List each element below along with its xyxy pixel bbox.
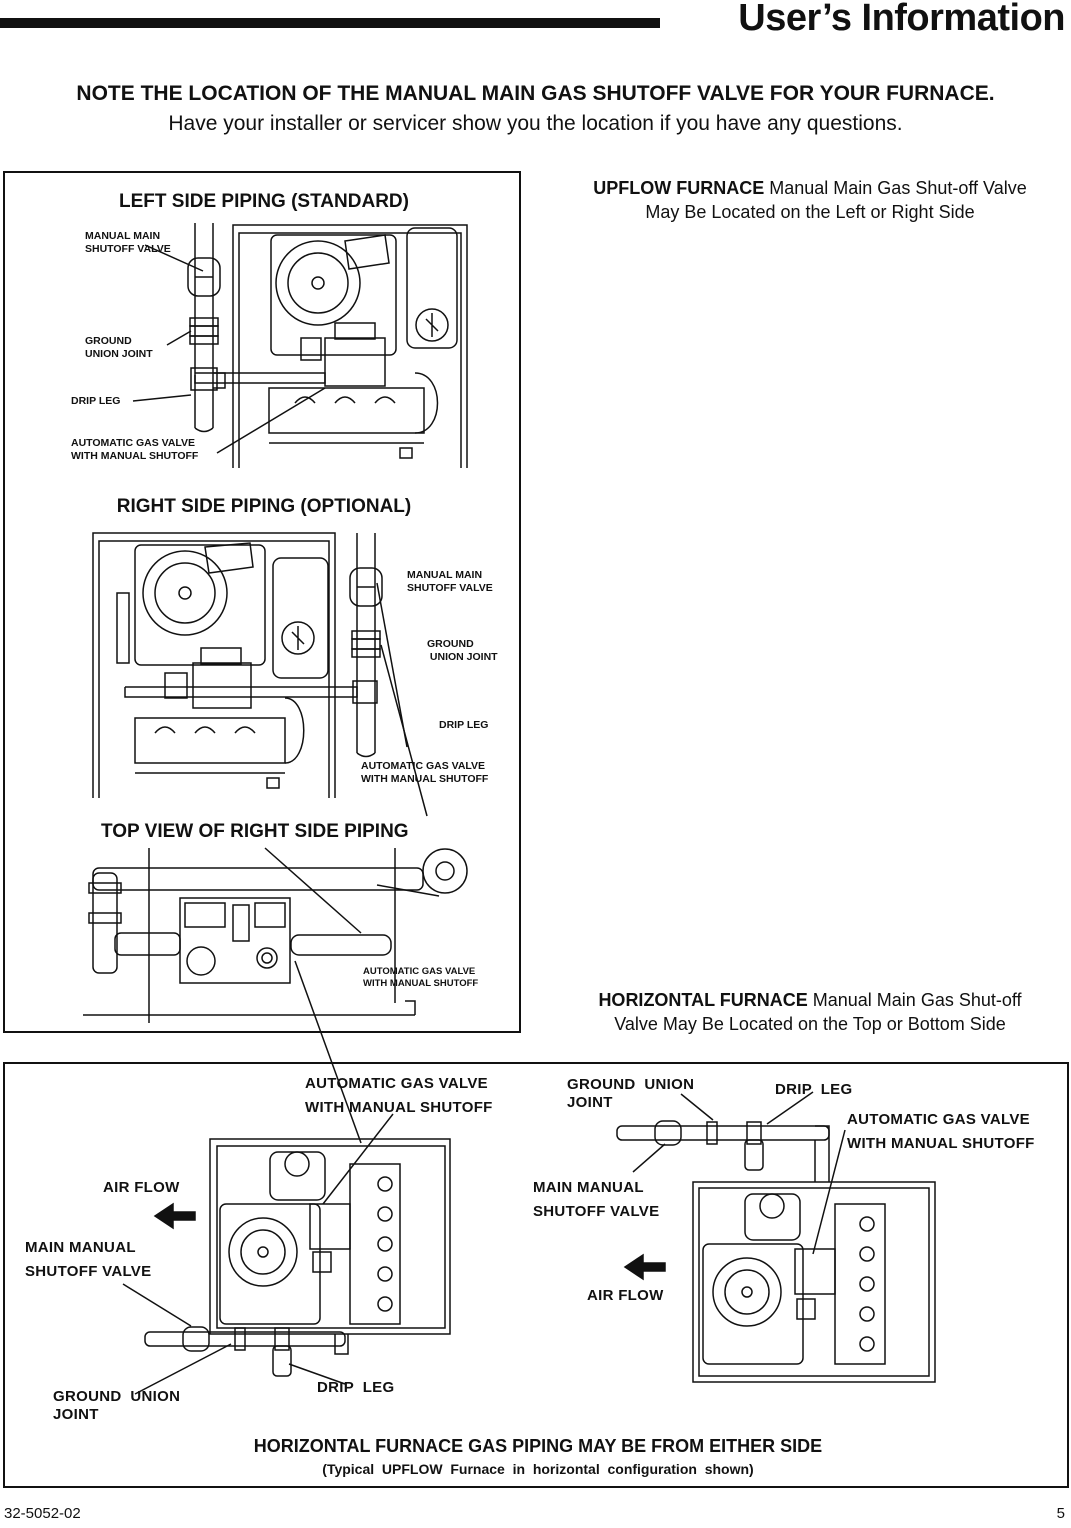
h-right-union-label: GROUND UNION JOINT — [567, 1076, 695, 1111]
h-right-auto-valve-label: AUTOMATIC GAS VALVE WITH MANUAL SHUTOFF — [847, 1111, 1035, 1152]
left-side-piping-diagram — [5, 173, 523, 473]
upflow-caption-bold: UPFLOW FURNACE — [593, 178, 765, 198]
horizontal-panel-title: HORIZONTAL FURNACE GAS PIPING MAY BE FRO… — [253, 1436, 823, 1456]
top-view-title: TOP VIEW OF RIGHT SIDE PIPING — [101, 821, 409, 842]
note-heading: NOTE THE LOCATION OF THE MANUAL MAIN GAS… — [76, 82, 995, 105]
right-manual-valve-label: MANUAL MAIN SHUTOFF VALVE — [407, 569, 493, 594]
right-auto-valve-label: AUTOMATIC GAS VALVE WITH MANUAL SHUTOFF — [361, 760, 489, 785]
h-right-manual-valve-label: MAIN MANUAL SHUTOFF VALVE — [533, 1179, 660, 1220]
horizontal-caption: HORIZONTAL FURNACE Manual Main Gas Shut-… — [540, 988, 1071, 1036]
page-title: User’s Information — [738, 0, 1065, 39]
page-number: 5 — [1056, 1505, 1065, 1522]
left-side-piping-title: LEFT SIDE PIPING (STANDARD) — [119, 191, 409, 212]
left-union-label: GROUND UNION JOINT — [85, 335, 153, 360]
left-manual-valve-label: MANUAL MAIN SHUTOFF VALVE — [85, 230, 171, 255]
h-left-auto-valve-label: AUTOMATIC GAS VALVE WITH MANUAL SHUTOFF — [305, 1075, 493, 1116]
right-union-label: GROUND UNION JOINT — [427, 638, 498, 663]
left-drip-leg-label: DRIP LEG — [71, 395, 121, 407]
note-subtext: Have your installer or servicer show you… — [168, 112, 903, 135]
horizontal-caption-rest: Manual Main Gas Shut-off — [807, 990, 1022, 1010]
h-left-air-flow-label: AIR FLOW — [103, 1179, 180, 1196]
h-left-manual-valve-label: MAIN MANUAL SHUTOFF VALVE — [25, 1239, 152, 1280]
horizontal-panel-subtitle: (Typical UPFLOW Furnace in horizontal co… — [322, 1461, 754, 1477]
top-auto-valve-label: AUTOMATIC GAS VALVE WITH MANUAL SHUTOFF — [363, 966, 479, 989]
right-drip-leg-label: DRIP LEG — [439, 719, 489, 731]
h-right-air-flow-label: AIR FLOW — [587, 1287, 664, 1304]
right-side-piping-diagram — [5, 523, 523, 803]
upflow-caption: UPFLOW FURNACE Manual Main Gas Shut-off … — [540, 176, 1071, 224]
h-left-drip-leg-label: DRIP LEG — [317, 1379, 395, 1396]
horizontal-piping-panel: AUTOMATIC GAS VALVE WITH MANUAL SHUTOFF … — [3, 1062, 1069, 1488]
upflow-piping-panel: LEFT SIDE PIPING (STANDARD) — [3, 171, 521, 1033]
upflow-caption-rest: Manual Main Gas Shut-off Valve — [764, 178, 1027, 198]
left-auto-valve-label: AUTOMATIC GAS VALVE WITH MANUAL SHUTOFF — [71, 437, 199, 462]
horizontal-piping-diagram — [5, 1064, 1071, 1490]
doc-number: 32-5052-02 — [4, 1505, 81, 1522]
header-rule — [0, 18, 660, 28]
h-left-union-label: GROUND UNION JOINT — [53, 1388, 181, 1423]
h-right-drip-leg-label: DRIP LEG — [775, 1081, 853, 1098]
upflow-caption-line2: May Be Located on the Left or Right Side — [645, 202, 975, 222]
top-view-piping-diagram — [5, 843, 523, 1023]
right-side-piping-title: RIGHT SIDE PIPING (OPTIONAL) — [116, 496, 412, 517]
horizontal-caption-line2: Valve May Be Located on the Top or Botto… — [614, 1014, 1006, 1034]
horizontal-caption-bold: HORIZONTAL FURNACE — [598, 990, 808, 1010]
